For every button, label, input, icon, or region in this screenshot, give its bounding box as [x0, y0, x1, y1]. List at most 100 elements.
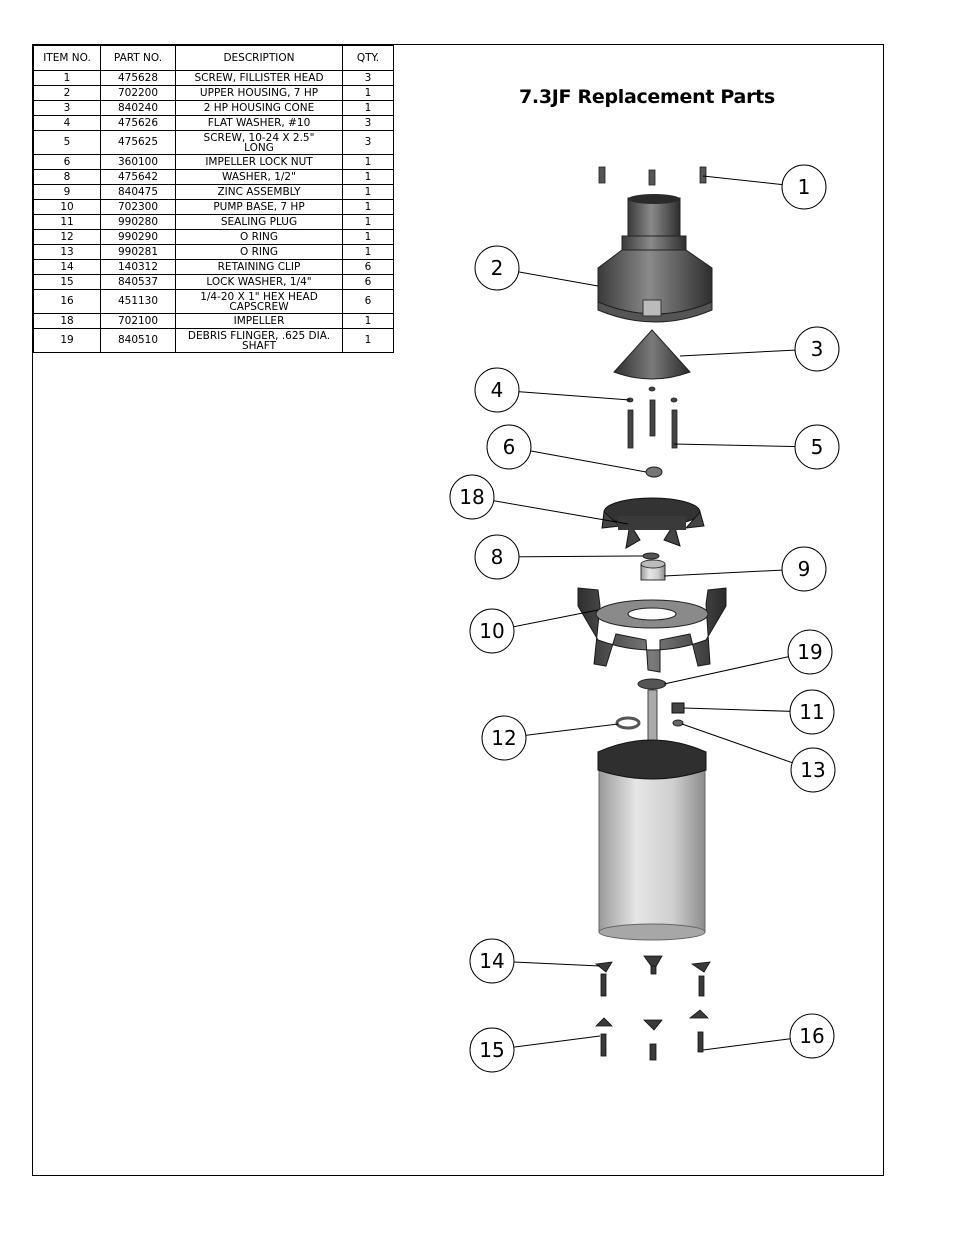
callout-circle: [469, 1027, 515, 1073]
callout-circle: [781, 546, 827, 592]
callout-4: 4: [474, 367, 631, 413]
o-ring-small: [672, 719, 684, 727]
callout-number: 5: [811, 435, 824, 459]
o-ring-large: [615, 716, 641, 730]
cell-qty: 3: [342, 130, 394, 155]
callout-18: 18: [449, 474, 629, 525]
motor-body: [597, 739, 707, 941]
impeller-lock-nut: [645, 466, 663, 478]
leader-line: [471, 496, 629, 525]
callout-number: 8: [491, 545, 504, 569]
capscrews: [595, 1009, 709, 1061]
callout-number: 15: [479, 1038, 504, 1062]
sealing-plug: [671, 702, 685, 714]
callout-12: 12: [481, 715, 619, 761]
debris-flinger-shaft: [637, 678, 667, 747]
leader-line: [663, 651, 811, 685]
cell-qty: 1: [342, 85, 394, 101]
callout-number: 18: [459, 485, 484, 509]
callout-number: 6: [503, 435, 516, 459]
washer-half-inch: [642, 552, 660, 560]
callout-13: 13: [681, 723, 836, 793]
callout-14: 14: [469, 938, 601, 984]
callout-8: 8: [474, 534, 644, 580]
callout-16: 16: [702, 1013, 835, 1059]
cell-item-no: 5: [33, 130, 101, 155]
callout-circle: [787, 629, 833, 675]
callout-9: 9: [663, 546, 827, 592]
callout-3: 3: [679, 326, 840, 372]
zinc-assembly: [640, 559, 666, 581]
callout-15: 15: [469, 1027, 601, 1073]
cell-qty: 1: [342, 328, 394, 353]
callout-circle: [794, 424, 840, 470]
callout-number: 11: [799, 700, 824, 724]
callout-circle: [789, 1013, 835, 1059]
callout-11: 11: [683, 689, 835, 735]
header-part-no: PART NO.: [100, 45, 176, 71]
callout-5: 5: [673, 424, 840, 470]
callout-6: 6: [486, 424, 647, 473]
callout-circle: [486, 424, 532, 470]
pump-base: [577, 587, 727, 673]
callout-circle: [789, 689, 835, 735]
callout-number: 14: [479, 949, 504, 973]
callout-2: 2: [474, 245, 599, 291]
callout-number: 13: [800, 758, 825, 782]
callout-circle: [449, 474, 495, 520]
leader-line: [679, 348, 818, 357]
callout-number: 1: [798, 175, 811, 199]
cell-part-no: 475625: [100, 130, 176, 155]
callout-number: 19: [797, 640, 822, 664]
callout-10: 10: [469, 608, 599, 654]
callout-19: 19: [663, 629, 833, 685]
callout-circle: [474, 534, 520, 580]
callout-number: 3: [811, 337, 824, 361]
cell-description: DEBRIS FLINGER, .625 DIA.SHAFT: [175, 328, 343, 353]
leader-line: [496, 555, 644, 558]
callout-1: 1: [702, 164, 827, 210]
page-frame: [32, 44, 884, 1176]
callout-number: 4: [491, 378, 504, 402]
retaining-clips: [595, 955, 711, 997]
upper-housing: [597, 194, 713, 323]
callout-number: 12: [491, 726, 516, 750]
cell-part-no: 840510: [100, 328, 176, 353]
callout-circle: [474, 245, 520, 291]
leader-line: [681, 723, 814, 771]
callout-circle: [469, 608, 515, 654]
callout-number: 2: [491, 256, 504, 280]
callout-circle: [790, 747, 836, 793]
long-screws: [626, 386, 678, 449]
parts-table-header: ITEM NO. PART NO. DESCRIPTION QTY.: [33, 45, 394, 71]
callout-circle: [474, 367, 520, 413]
leader-line: [508, 446, 647, 473]
callout-circle: [469, 938, 515, 984]
callout-number: 9: [798, 557, 811, 581]
callout-circle: [794, 326, 840, 372]
callout-number: 10: [479, 619, 504, 643]
fillister-screws: [598, 166, 707, 186]
leader-line: [673, 443, 818, 448]
cell-item-no: 19: [33, 328, 101, 353]
callout-number: 16: [799, 1024, 824, 1048]
page-title: 7.3JF Replacement Parts: [519, 86, 775, 108]
leader-line: [663, 568, 805, 577]
housing-cone: [613, 329, 691, 380]
callout-circle: [781, 164, 827, 210]
impeller: [601, 497, 705, 549]
callout-circle: [481, 715, 527, 761]
cell-qty: 6: [342, 289, 394, 314]
